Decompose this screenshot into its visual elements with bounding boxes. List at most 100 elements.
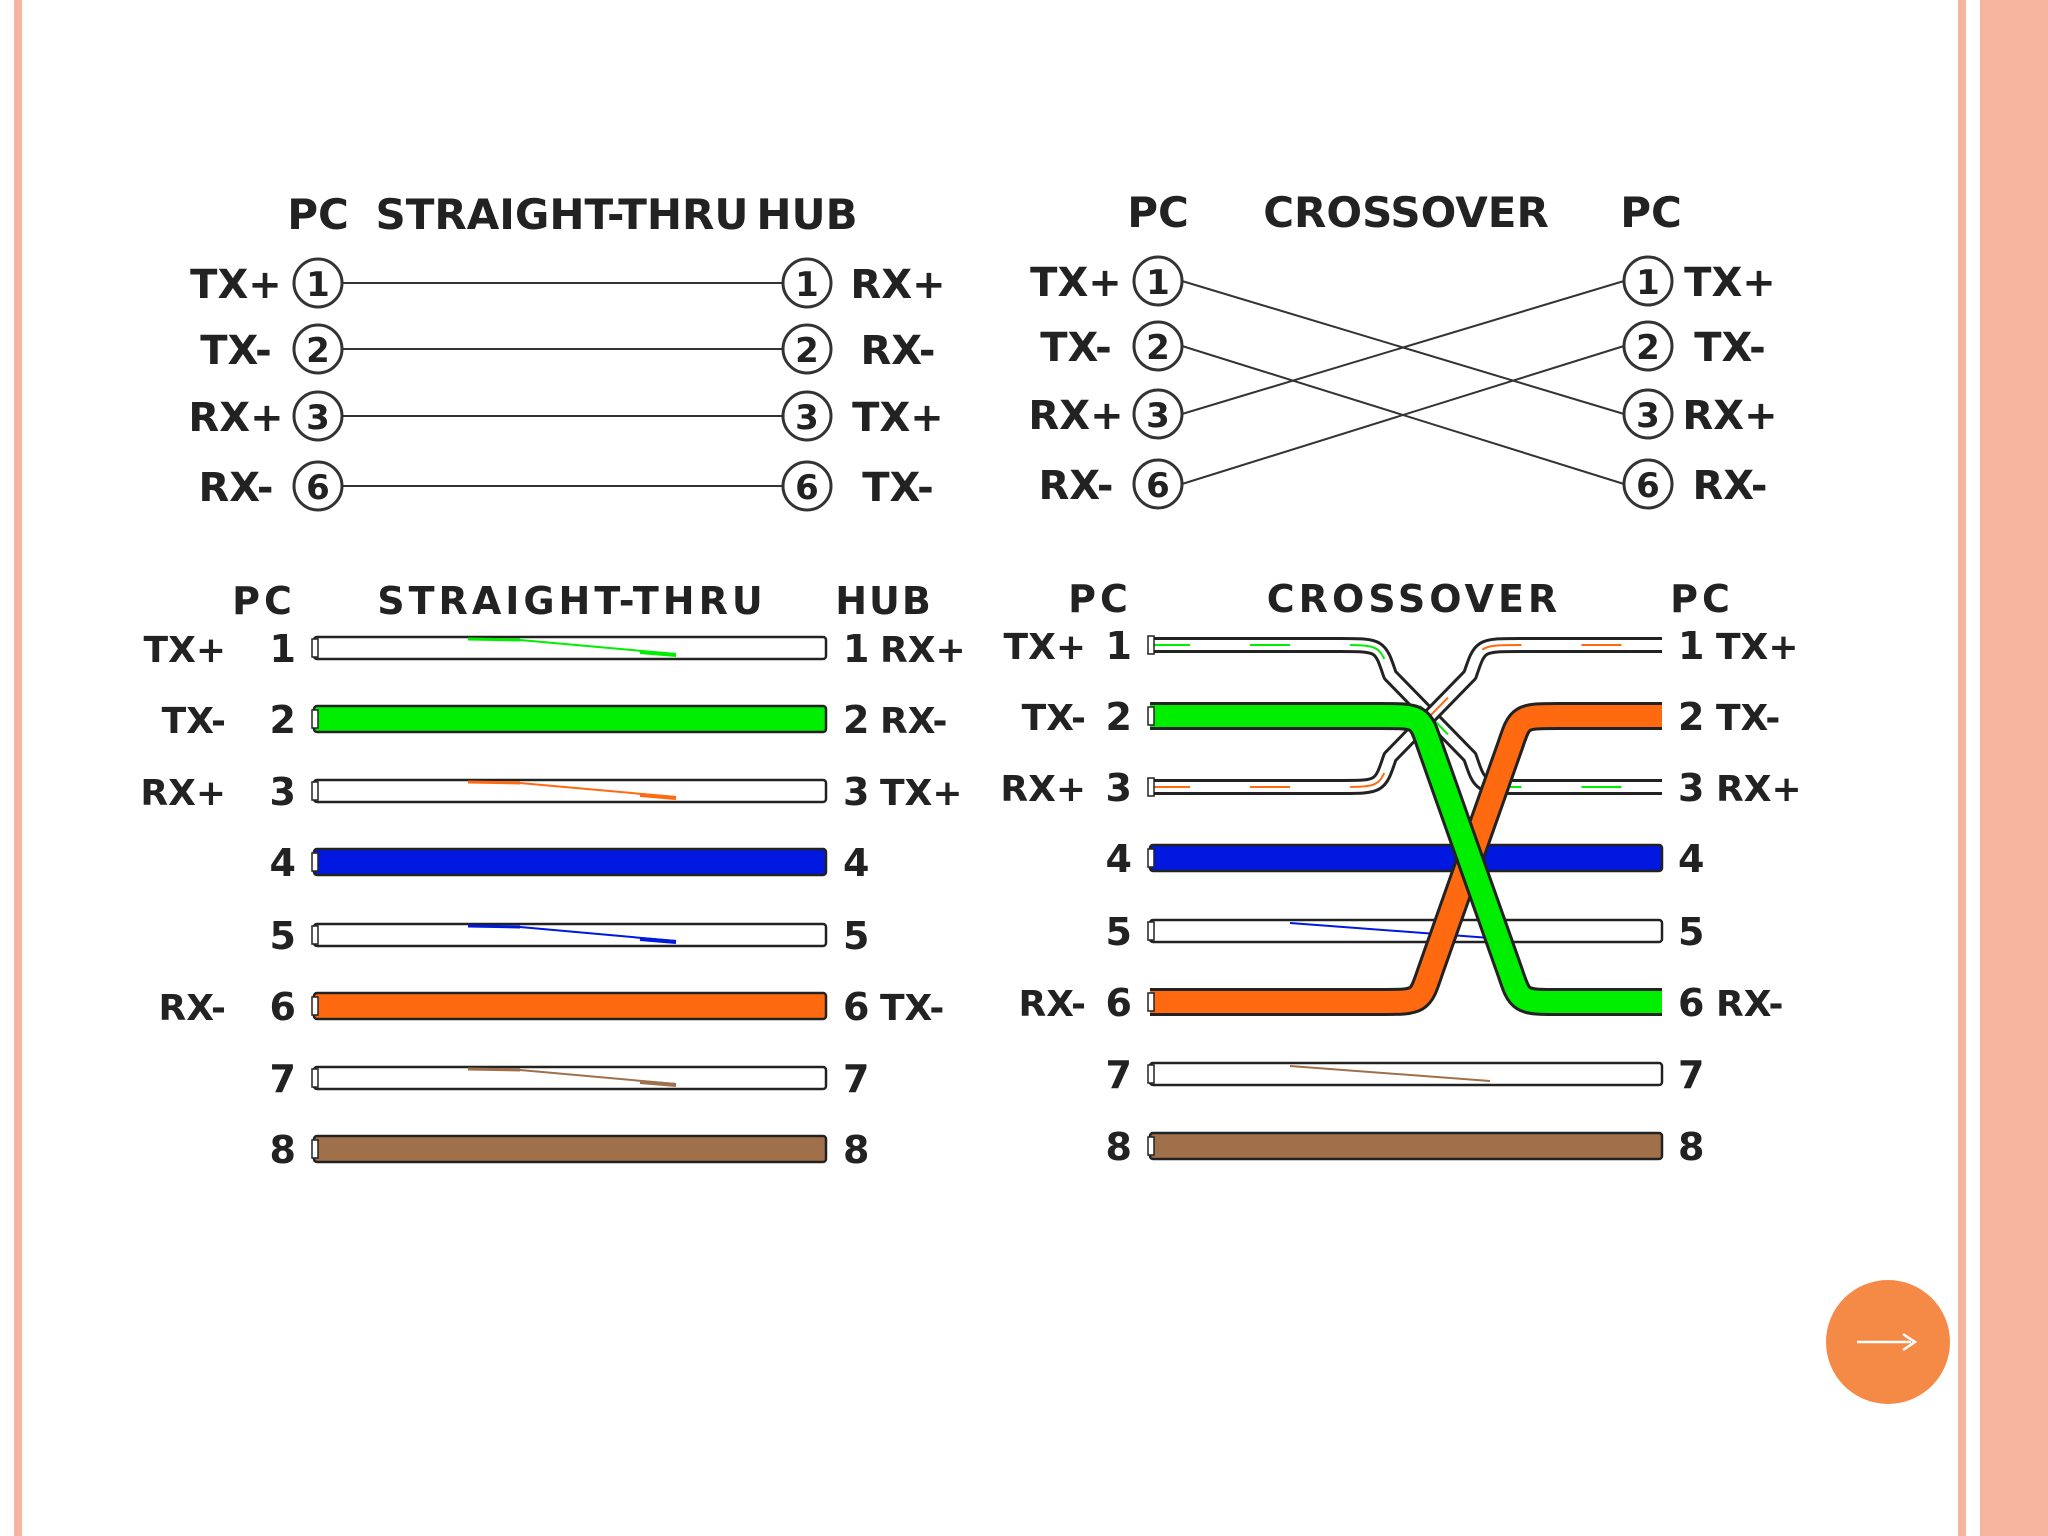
pin-number-right: 8 <box>1678 1125 1704 1169</box>
header-pc: PC <box>287 190 349 239</box>
striped-wire <box>312 922 828 948</box>
wire-end <box>1147 992 1155 1012</box>
pin-number-left: 7 <box>270 1057 296 1101</box>
pin-label-right: TX+ <box>852 395 944 441</box>
pin-number-right: 2 <box>843 698 869 742</box>
pin-number-right: 1 <box>1678 624 1704 668</box>
pin-circle <box>292 390 344 442</box>
pin-number-left: 3 <box>270 770 296 814</box>
wire-stripe <box>467 924 521 929</box>
pin-label-right: TX- <box>1694 325 1765 371</box>
wire-stripe <box>467 780 521 785</box>
wire-label-right: RX+ <box>1716 769 1802 810</box>
pin-label-left: TX+ <box>190 262 282 308</box>
wire-stripe <box>639 650 677 657</box>
pin-circle <box>1132 255 1184 307</box>
pin-number-right: 7 <box>1678 1053 1704 1097</box>
solid-wire <box>1148 1131 1664 1161</box>
pin-number: 1 <box>795 265 819 305</box>
wire-end <box>311 638 319 658</box>
wire-stripe <box>1289 1065 1491 1082</box>
wire-row <box>1148 843 1664 873</box>
pin-number: 6 <box>306 468 330 508</box>
solid-wire <box>312 704 828 734</box>
crossover-line <box>1181 280 1625 415</box>
header-hub: HUB <box>756 190 857 239</box>
wire-end <box>311 925 319 945</box>
pin-number-left: 5 <box>1106 910 1132 954</box>
pin-circle <box>292 257 344 309</box>
wire-end <box>311 709 319 729</box>
pin-circle <box>1132 320 1184 372</box>
wire-label-right: TX- <box>880 988 944 1029</box>
striped-wire <box>312 778 828 804</box>
pin-number-right: 5 <box>843 914 869 958</box>
pin-number-left: 2 <box>1106 695 1132 739</box>
pin-circle <box>1622 458 1674 510</box>
wire-label-right: RX- <box>1716 984 1783 1025</box>
wire-label-left: TX- <box>162 701 226 742</box>
pin-number: 2 <box>1636 328 1660 368</box>
pin-circle <box>1622 320 1674 372</box>
solid-wire <box>1148 843 1664 873</box>
wire-end <box>1147 777 1155 797</box>
wire-end <box>1147 1064 1155 1084</box>
pin-circle <box>292 323 344 375</box>
header-straight-thru: STRAIGHT-THRU <box>377 579 766 623</box>
header-pc-right: PC <box>1670 577 1734 621</box>
pin-number-left: 8 <box>270 1128 296 1172</box>
pin-number-left: 2 <box>270 698 296 742</box>
pin-number: 6 <box>1146 466 1170 506</box>
pin-circle <box>1132 388 1184 440</box>
pin-circle <box>781 460 833 512</box>
header-straight-thru: STRAIGHT-THRU <box>376 190 749 239</box>
pin-label-right: RX+ <box>850 262 945 308</box>
pin-number: 1 <box>1146 263 1170 303</box>
pin-label-left: RX+ <box>188 395 283 441</box>
pin-number: 1 <box>1636 263 1660 303</box>
pin-label-right: TX- <box>862 465 933 511</box>
wire-end <box>1147 921 1155 941</box>
pin-number: 3 <box>1636 396 1660 436</box>
pin-number-left: 7 <box>1106 1053 1132 1097</box>
wire-row <box>1148 1061 1664 1087</box>
striped-wire <box>312 635 828 661</box>
pin-number: 6 <box>1636 466 1660 506</box>
wire-label-left: RX- <box>159 988 226 1029</box>
pin-circle <box>1132 458 1184 510</box>
header-pc-right: PC <box>1620 188 1682 237</box>
wire-stripe <box>639 1080 677 1087</box>
pin-label-left: TX- <box>200 328 271 374</box>
pin-number-left: 5 <box>270 914 296 958</box>
pin-number-right: 4 <box>1678 837 1704 881</box>
wire-label-left: TX+ <box>1004 627 1086 668</box>
pin-number-left: 1 <box>270 627 296 671</box>
next-slide-button[interactable] <box>1826 1280 1950 1404</box>
solid-wire <box>312 991 828 1021</box>
wire-label-left: TX+ <box>144 630 226 671</box>
pin-number-left: 3 <box>1106 766 1132 810</box>
pin-number: 2 <box>1146 328 1170 368</box>
crossover-line <box>1181 345 1625 485</box>
wire-end <box>1147 706 1155 726</box>
